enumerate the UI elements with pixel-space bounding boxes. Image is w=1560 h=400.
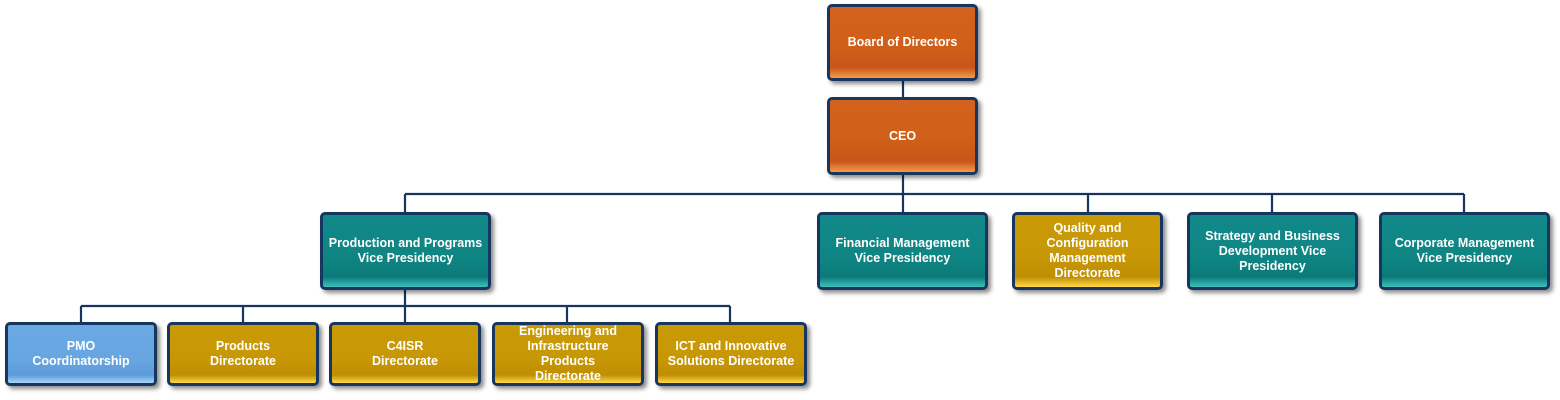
products-directorate-box: Products Directorate <box>167 322 319 386</box>
strategy-business-development-vp-box: Strategy and Business Development Vice P… <box>1187 212 1358 290</box>
financial-management-vp-box: Financial Management Vice Presidency <box>817 212 988 290</box>
engineering-infrastructure-directorate-box: Engineering and Infrastructure Products … <box>492 322 644 386</box>
corporate-management-vp-box: Corporate Management Vice Presidency <box>1379 212 1550 290</box>
board-of-directors-box: Board of Directors <box>827 4 978 81</box>
ict-innovative-solutions-directorate-box: ICT and Innovative Solutions Directorate <box>655 322 807 386</box>
production-programs-vp-box: Production and Programs Vice Presidency <box>320 212 491 290</box>
ceo-box: CEO <box>827 97 978 175</box>
pmo-coordinatorship-box: PMO Coordinatorship <box>5 322 157 386</box>
quality-configuration-directorate-box: Quality and Configuration Management Dir… <box>1012 212 1163 290</box>
c4isr-directorate-box: C4ISR Directorate <box>329 322 481 386</box>
